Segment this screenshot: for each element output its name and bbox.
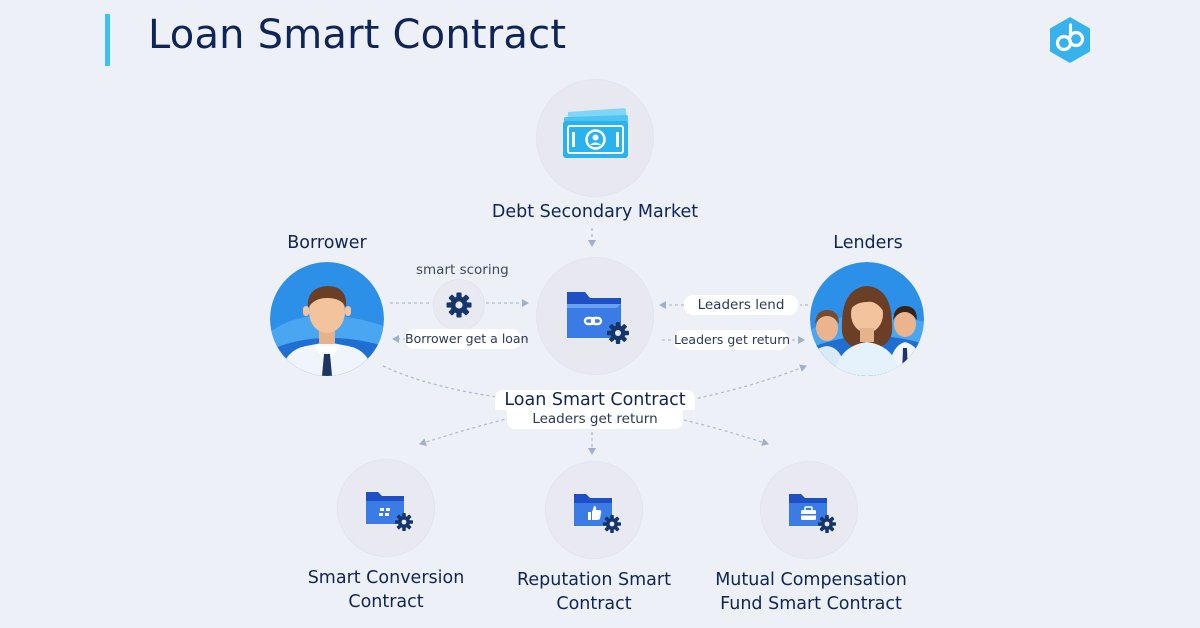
- mutual-node[interactable]: [761, 462, 857, 558]
- reputation-label: Reputation Smart Contract: [504, 568, 684, 616]
- page-title: Loan Smart Contract: [148, 12, 567, 58]
- center-label: Loan Smart Contract: [495, 390, 695, 410]
- scoring-node[interactable]: [434, 280, 484, 330]
- conversion-label: Smart Conversion Contract: [296, 566, 476, 614]
- conversion-node[interactable]: [338, 460, 434, 556]
- banknote-icon: [563, 108, 629, 158]
- reputation-label-line2: Contract: [556, 594, 632, 614]
- edge-label-borrower-get-loan: Borrower get a loan: [405, 329, 529, 349]
- borrower-label: Borrower: [287, 233, 367, 253]
- folder-link-gear-icon: [567, 292, 629, 344]
- edge-label-center-leaders-get-return: Leaders get return: [507, 409, 683, 429]
- lenders-label: Lenders: [833, 233, 903, 253]
- mutual-label-line1: Mutual Compensation: [715, 570, 907, 590]
- folder-grid-gear-icon: [366, 492, 413, 531]
- market-node[interactable]: [537, 80, 653, 196]
- edge-label-leaders-get-return: Leaders get return: [674, 330, 790, 350]
- edge-label-leaders-lend: Leaders lend: [684, 295, 798, 315]
- edge-center-label-to-lenders: [679, 364, 807, 403]
- reputation-node[interactable]: [546, 462, 642, 558]
- title-accent-bar: [105, 14, 110, 66]
- conversion-label-line1: Smart Conversion: [307, 568, 465, 588]
- gear-icon: [446, 292, 472, 318]
- borrower-avatar[interactable]: [270, 262, 384, 376]
- man-avatar-icon: [270, 262, 384, 376]
- mutual-label: Mutual Compensation Fund Smart Contract: [700, 568, 922, 616]
- folder-thumbs-up-gear-icon: [574, 494, 621, 533]
- scoring-label: smart scoring: [416, 262, 509, 278]
- women-group-avatar-icon: [810, 262, 924, 376]
- reputation-label-line1: Reputation Smart: [517, 570, 671, 590]
- center-node[interactable]: [537, 258, 653, 374]
- conversion-label-line2: Contract: [348, 592, 424, 612]
- market-label: Debt Secondary Market: [491, 202, 699, 222]
- edge-to-mutual: [683, 419, 769, 446]
- mutual-label-line2: Fund Smart Contract: [720, 594, 902, 614]
- edge-borrower-to-center-label: [382, 365, 506, 399]
- edge-to-conversion: [419, 417, 511, 446]
- link-chain-logo-icon: [1046, 16, 1094, 64]
- folder-briefcase-gear-icon: [789, 494, 836, 533]
- lenders-avatar[interactable]: [810, 262, 924, 376]
